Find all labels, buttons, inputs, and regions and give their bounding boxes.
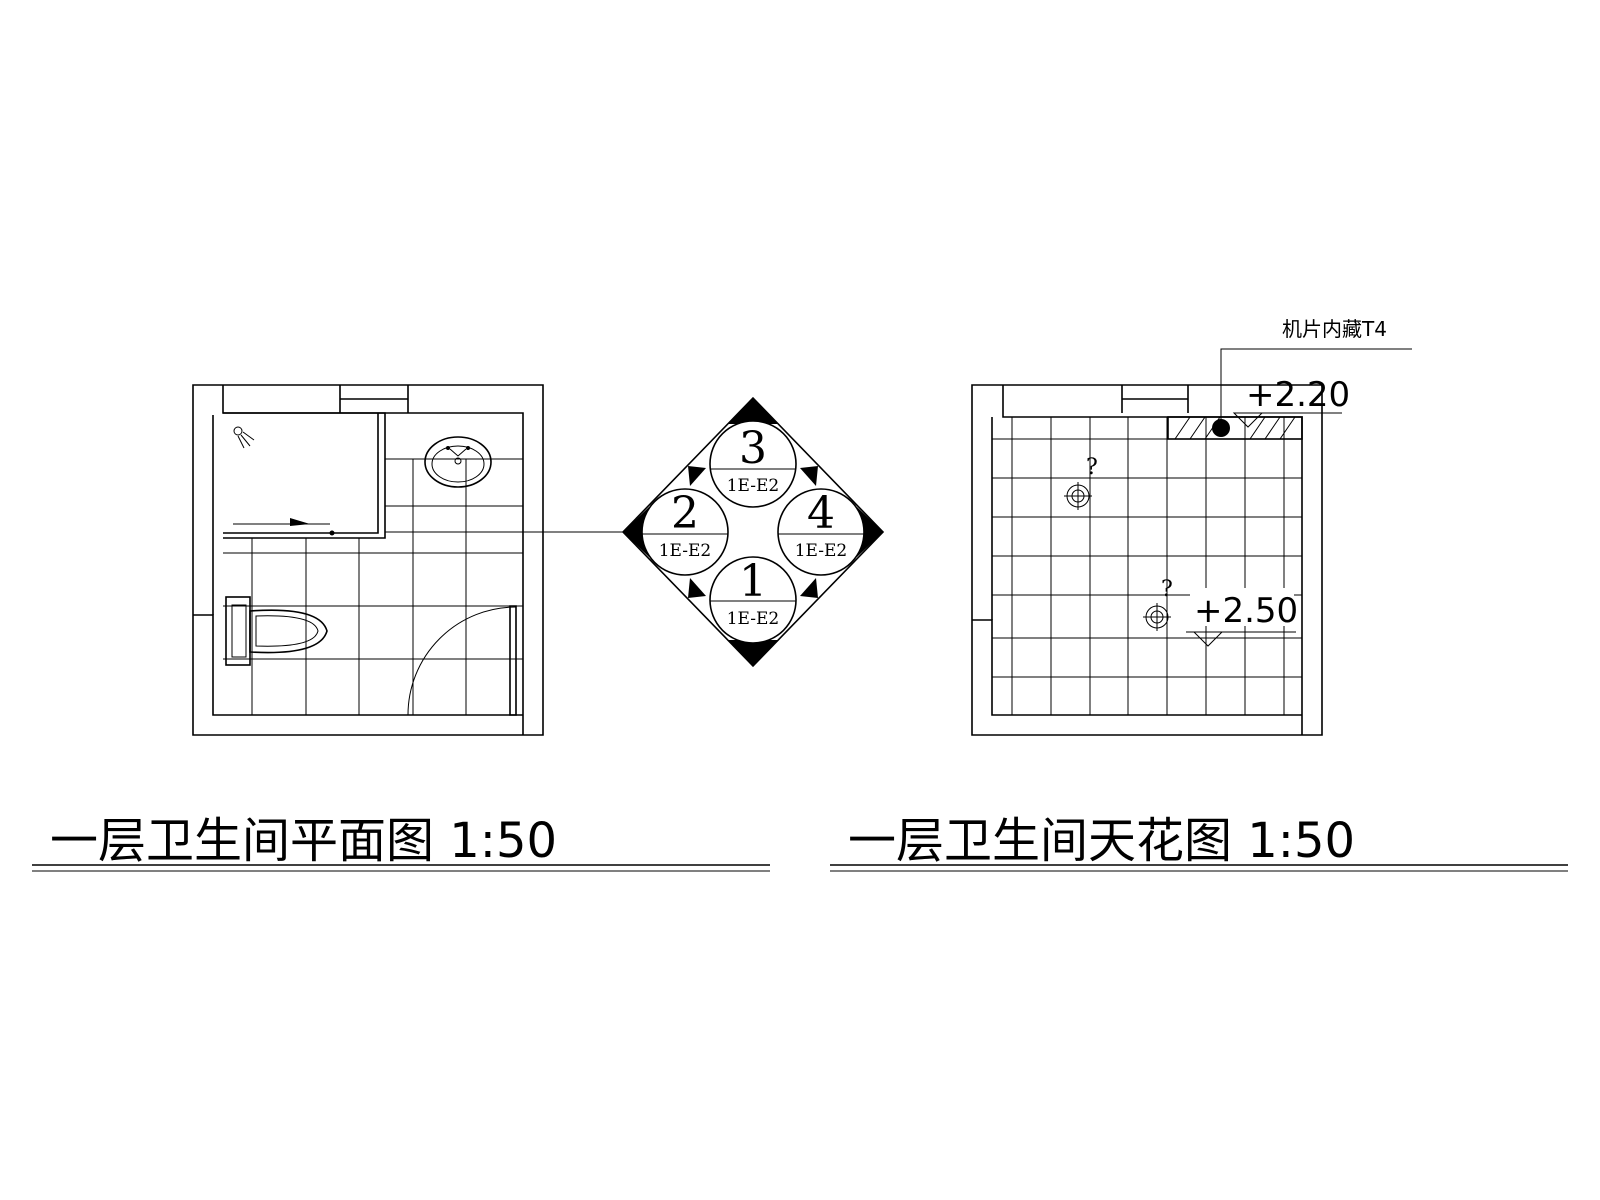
index-bubble-1: 1 1E-E2 bbox=[709, 556, 797, 644]
level-upper-text: +2.20 bbox=[1246, 375, 1350, 415]
downlight-icon: ? bbox=[1064, 455, 1098, 510]
plan-title-block: 一层卫生间平面图 1:50 bbox=[32, 813, 770, 872]
index-number-1: 1 bbox=[739, 556, 767, 607]
level-lower-text: +2.50 bbox=[1194, 591, 1298, 631]
light-note: 机片内藏T4 bbox=[1282, 317, 1387, 341]
downlight-icon-2: ? bbox=[1143, 577, 1173, 631]
index-sheet-3: 1E-E2 bbox=[727, 476, 780, 496]
shower-enclosure bbox=[223, 412, 386, 539]
elevation-index-symbol: 3 1E-E2 2 1E-E2 4 1E-E2 1 1E-E2 bbox=[621, 396, 885, 668]
ceiling-tile-grid bbox=[992, 417, 1302, 715]
shower-head-icon bbox=[233, 426, 255, 449]
index-bubble-4: 4 1E-E2 bbox=[777, 488, 865, 576]
index-number-4: 4 bbox=[807, 488, 835, 539]
index-sheet-2: 1E-E2 bbox=[659, 541, 712, 561]
index-bubble-2: 2 1E-E2 bbox=[641, 488, 729, 576]
index-sheet-1: 1E-E2 bbox=[727, 609, 780, 629]
plan-title: 一层卫生间平面图 1:50 bbox=[50, 813, 557, 869]
index-number-3: 3 bbox=[739, 423, 767, 474]
lamp-mark-2: ? bbox=[1161, 577, 1173, 602]
index-number-2: 2 bbox=[671, 488, 699, 539]
index-sheet-4: 1E-E2 bbox=[795, 541, 848, 561]
door-swing bbox=[407, 605, 517, 716]
lamp-mark-1: ? bbox=[1086, 455, 1098, 480]
floor-tile-grid bbox=[223, 458, 523, 715]
bathroom-floor-plan bbox=[192, 384, 623, 736]
level-mark-lower: +2.50 bbox=[1186, 588, 1298, 647]
toilet-icon bbox=[225, 596, 328, 666]
wash-basin-icon bbox=[424, 436, 492, 488]
light-trough bbox=[1167, 348, 1412, 440]
index-bubble-3: 3 1E-E2 bbox=[709, 420, 797, 508]
ceiling-title-block: 一层卫生间天花图 1:50 bbox=[830, 813, 1568, 872]
ceiling-title: 一层卫生间天花图 1:50 bbox=[848, 813, 1355, 869]
level-mark-upper: +2.20 bbox=[1232, 375, 1350, 428]
bathroom-ceiling-plan: 机片内藏T4 +2.20 ? ? +2.50 bbox=[971, 317, 1412, 736]
